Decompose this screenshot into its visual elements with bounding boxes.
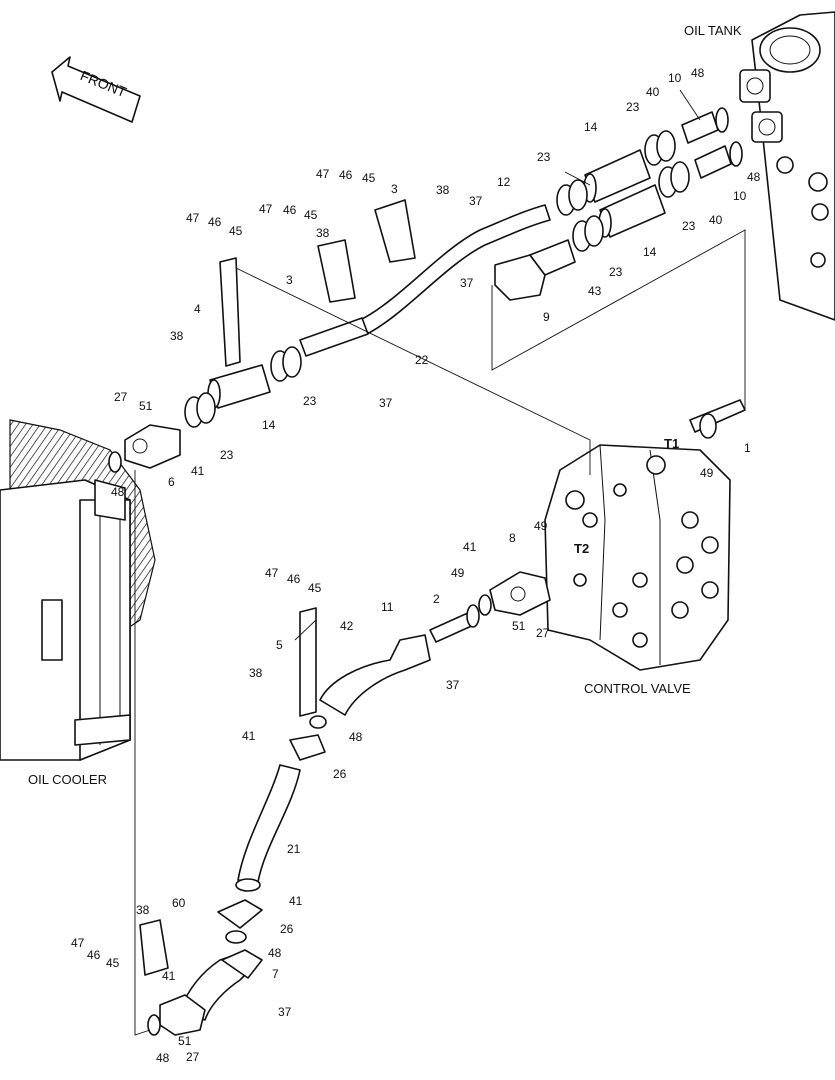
callout-47: 47 bbox=[265, 566, 279, 580]
callout-14: 14 bbox=[584, 120, 598, 134]
callout-40: 40 bbox=[709, 213, 723, 227]
callout-48: 48 bbox=[111, 485, 125, 499]
callout-23: 23 bbox=[682, 219, 696, 233]
callout-51: 51 bbox=[512, 619, 526, 633]
callout-22: 22 bbox=[415, 353, 429, 367]
callout-49: 49 bbox=[451, 566, 465, 580]
callout-46: 46 bbox=[87, 948, 101, 962]
control-valve-label: CONTROL VALVE bbox=[584, 681, 691, 696]
return-line-upper bbox=[108, 204, 551, 473]
callout-41: 41 bbox=[463, 540, 477, 554]
callout-46: 46 bbox=[208, 215, 222, 229]
callout-2: 2 bbox=[433, 592, 440, 606]
callout-3: 3 bbox=[391, 182, 398, 196]
callout-27: 27 bbox=[114, 390, 128, 404]
port-t2-label: T2 bbox=[574, 541, 589, 556]
callout-37: 37 bbox=[469, 194, 483, 208]
callout-47: 47 bbox=[316, 167, 330, 181]
callout-37: 37 bbox=[446, 678, 460, 692]
callout-38: 38 bbox=[436, 183, 450, 197]
callout-46: 46 bbox=[287, 572, 301, 586]
callout-11: 11 bbox=[381, 600, 394, 614]
front-arrow: FRONT bbox=[51, 56, 141, 123]
callout-23: 23 bbox=[626, 100, 640, 114]
callout-42: 42 bbox=[340, 619, 354, 633]
callout-26: 26 bbox=[280, 922, 294, 936]
callout-38: 38 bbox=[249, 666, 263, 680]
callout-48: 48 bbox=[156, 1051, 170, 1065]
return-line-lower bbox=[147, 571, 551, 1036]
callout-27: 27 bbox=[536, 626, 550, 640]
callout-47: 47 bbox=[186, 211, 200, 225]
callout-7: 7 bbox=[272, 967, 279, 981]
oil-tank: OIL TANK bbox=[684, 11, 835, 321]
callout-45: 45 bbox=[304, 208, 318, 222]
callout-41: 41 bbox=[289, 894, 303, 908]
callout-37: 37 bbox=[278, 1005, 292, 1019]
callout-46: 46 bbox=[339, 168, 353, 182]
callout-41: 41 bbox=[162, 969, 176, 983]
callout-48: 48 bbox=[349, 730, 363, 744]
callout-12: 12 bbox=[497, 175, 511, 189]
callout-45: 45 bbox=[229, 224, 243, 238]
callout-45: 45 bbox=[106, 956, 120, 970]
callout-37: 37 bbox=[460, 276, 474, 290]
port-t1-label: T1 bbox=[664, 436, 679, 451]
oil-tank-label: OIL TANK bbox=[684, 23, 742, 38]
callout-43: 43 bbox=[588, 284, 602, 298]
callout-47: 47 bbox=[259, 202, 273, 216]
callout-41: 41 bbox=[242, 729, 256, 743]
callout-49: 49 bbox=[534, 519, 548, 533]
oil-cooler-label: OIL COOLER bbox=[28, 772, 107, 787]
callout-27: 27 bbox=[186, 1050, 200, 1064]
callout-48: 48 bbox=[268, 946, 282, 960]
callout-38: 38 bbox=[136, 903, 150, 917]
callout-23: 23 bbox=[609, 265, 623, 279]
callout-48: 48 bbox=[691, 66, 705, 80]
valve-ports bbox=[565, 483, 719, 648]
oil-cooler: OIL COOLER bbox=[0, 419, 156, 787]
callout-4: 4 bbox=[194, 302, 201, 316]
callout-49: 49 bbox=[700, 466, 714, 480]
callout-38: 38 bbox=[170, 329, 184, 343]
callout-40: 40 bbox=[646, 85, 660, 99]
return-line-right bbox=[494, 107, 746, 439]
callout-10: 10 bbox=[733, 189, 747, 203]
callout-37: 37 bbox=[379, 396, 393, 410]
callout-47: 47 bbox=[71, 936, 85, 950]
callout-21: 21 bbox=[287, 842, 301, 856]
callout-46: 46 bbox=[283, 203, 297, 217]
callout-48: 48 bbox=[747, 170, 761, 184]
callout-23: 23 bbox=[220, 448, 234, 462]
callout-3: 3 bbox=[286, 273, 293, 287]
callout-38: 38 bbox=[316, 226, 330, 240]
callout-60: 60 bbox=[172, 896, 186, 910]
callout-14: 14 bbox=[643, 245, 657, 259]
callout-14: 14 bbox=[262, 418, 276, 432]
callout-5: 5 bbox=[276, 638, 283, 652]
callout-6: 6 bbox=[168, 475, 175, 489]
callout-45: 45 bbox=[362, 171, 376, 185]
brackets bbox=[139, 199, 416, 976]
callout-23: 23 bbox=[537, 150, 551, 164]
leader-lines bbox=[134, 89, 746, 1036]
callout-41: 41 bbox=[191, 464, 205, 478]
callout-23: 23 bbox=[303, 394, 317, 408]
callout-labels: 1 2 3 3 4 5 6 7 8 9 10 10 11 12 14 14 14… bbox=[71, 66, 761, 1065]
callout-26: 26 bbox=[333, 767, 347, 781]
callout-10: 10 bbox=[668, 71, 682, 85]
callout-1: 1 bbox=[744, 441, 751, 455]
callout-45: 45 bbox=[308, 581, 322, 595]
callout-51: 51 bbox=[139, 399, 153, 413]
callout-9: 9 bbox=[543, 310, 550, 324]
callout-51: 51 bbox=[178, 1034, 192, 1048]
control-valve: CONTROL VALVE T1 T2 bbox=[544, 436, 731, 696]
callout-8: 8 bbox=[509, 531, 516, 545]
